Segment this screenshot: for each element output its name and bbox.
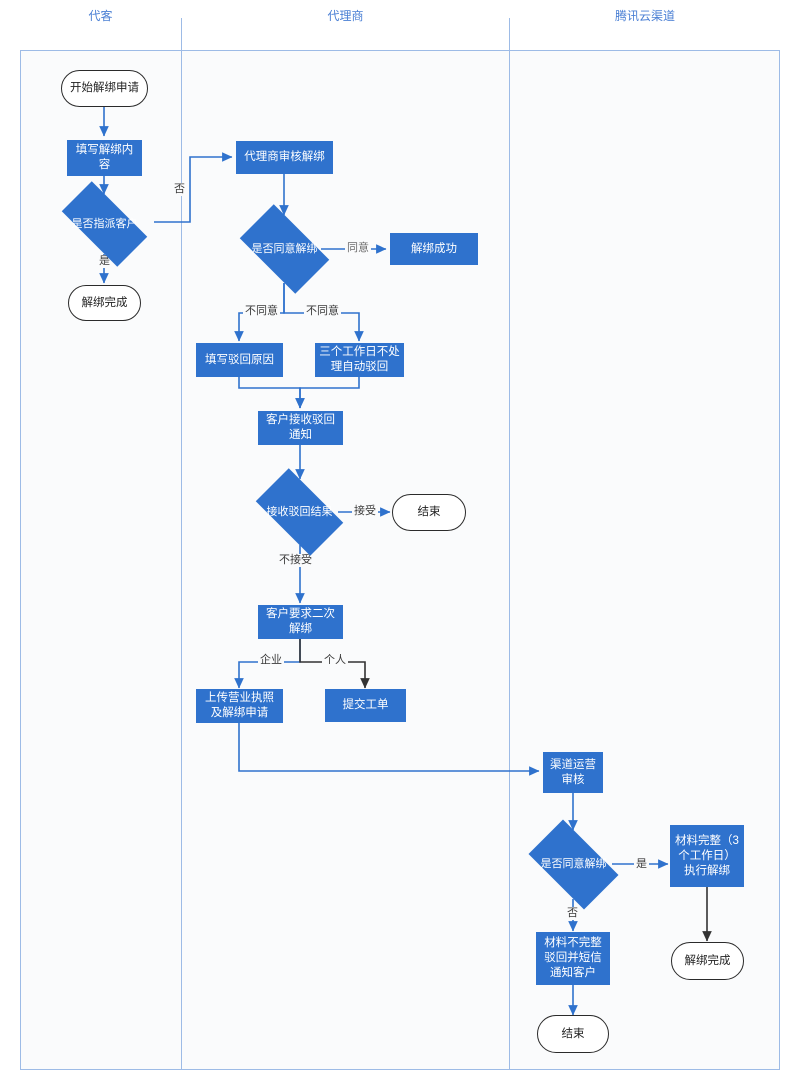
node-tencent-agree-unbind[interactable]: 是否同意解绑 <box>518 819 629 910</box>
node-is-assign-customer[interactable]: 是否指派客户 <box>49 181 160 267</box>
lane-header-agent: 代理商 <box>327 9 364 23</box>
node-submit-ticket[interactable]: 提交工单 <box>325 689 406 722</box>
edge-label-personal: 个人 <box>322 654 348 667</box>
node-unbind-complete-customer[interactable]: 解绑完成 <box>68 285 141 321</box>
node-agent-agree-unbind[interactable]: 是否同意解绑 <box>229 204 340 294</box>
node-label: 客户接收驳回通知 <box>266 414 335 441</box>
edge-label-enterprise: 企业 <box>258 654 284 667</box>
edge-label-yes-tencent: 是 <box>634 858 649 871</box>
node-materials-complete-execute-unbind[interactable]: 材料完整（3个工作日）执行解绑 <box>670 825 744 887</box>
node-materials-incomplete-reject-sms[interactable]: 材料不完整驳回并短信通知客户 <box>536 932 610 985</box>
node-label: 材料完整（3个工作日）执行解绑 <box>675 834 739 877</box>
node-channel-operation-review[interactable]: 渠道运营审核 <box>543 752 603 793</box>
node-fill-unbind-content[interactable]: 填写解绑内容 <box>67 140 142 176</box>
node-upload-license-and-application[interactable]: 上传营业执照及解绑申请 <box>196 689 283 723</box>
node-label: 解绑完成 <box>684 954 731 967</box>
edge-label-no-tencent: 否 <box>565 907 580 920</box>
node-end-agent[interactable]: 结束 <box>392 494 466 531</box>
node-label: 上传营业执照及解绑申请 <box>205 692 274 719</box>
node-label: 是否指派客户 <box>71 217 138 230</box>
node-label: 结束 <box>417 506 441 518</box>
edge-label-no-assign: 否 <box>172 183 187 196</box>
node-customer-request-second-unbind[interactable]: 客户要求二次解绑 <box>258 605 343 639</box>
edge-label-disagree-left: 不同意 <box>243 305 280 318</box>
lane-divider-2 <box>509 18 510 1070</box>
lane-header-tencent: 腾讯云渠道 <box>614 9 675 23</box>
node-label: 解绑完成 <box>81 296 128 309</box>
edge-label-agree: 同意 <box>345 242 371 255</box>
node-label: 代理商审核解绑 <box>244 151 325 163</box>
node-label: 渠道运营审核 <box>550 758 596 786</box>
node-label: 客户要求二次解绑 <box>266 608 335 635</box>
node-end-tencent[interactable]: 结束 <box>537 1015 609 1053</box>
node-label: 是否同意解绑 <box>251 242 318 255</box>
node-fill-reject-reason[interactable]: 填写驳回原因 <box>196 343 283 377</box>
edge-label-disagree-right: 不同意 <box>304 305 341 318</box>
node-label: 三个工作日不处理自动驳回 <box>319 346 400 373</box>
node-receive-reject-result[interactable]: 接收驳回结果 <box>245 468 354 556</box>
node-label: 结束 <box>561 1027 585 1040</box>
edge-label-not-accept: 不接受 <box>277 554 314 567</box>
node-label: 开始解绑申请 <box>70 82 139 94</box>
node-customer-receive-reject-notice[interactable]: 客户接收驳回通知 <box>258 411 343 445</box>
node-label: 填写解绑内容 <box>75 144 134 171</box>
node-auto-reject-three-days[interactable]: 三个工作日不处理自动驳回 <box>315 343 404 377</box>
node-label: 填写驳回原因 <box>205 353 274 366</box>
node-label: 接收驳回结果 <box>266 505 333 518</box>
node-start-unbind-request[interactable]: 开始解绑申请 <box>61 70 148 107</box>
node-label: 解绑成功 <box>411 242 457 255</box>
node-label: 是否同意解绑 <box>540 858 607 870</box>
edge-label-accept: 接受 <box>352 505 378 518</box>
lane-header-customer: 代客 <box>88 9 113 23</box>
node-label: 材料不完整驳回并短信通知客户 <box>544 937 602 979</box>
node-unbind-complete-tencent[interactable]: 解绑完成 <box>671 942 744 980</box>
node-label: 提交工单 <box>342 699 389 711</box>
node-agent-review-unbind[interactable]: 代理商审核解绑 <box>236 141 333 174</box>
node-unbind-success[interactable]: 解绑成功 <box>390 233 478 265</box>
swimlane-frame <box>20 18 780 1070</box>
swimlane-header-row <box>20 18 780 51</box>
lane-divider-1 <box>181 18 182 1070</box>
